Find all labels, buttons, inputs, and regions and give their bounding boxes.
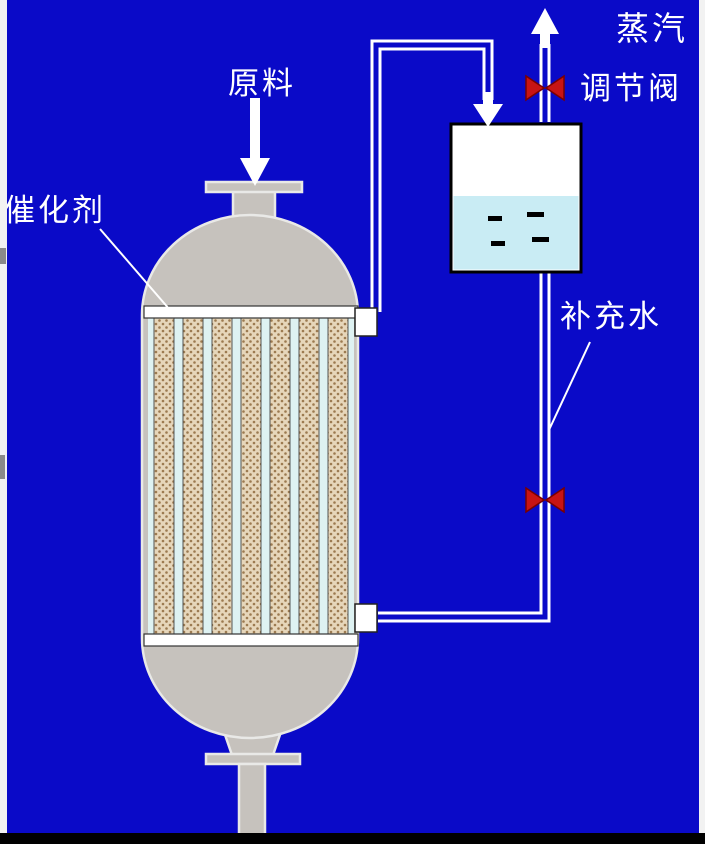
lower-side-port (354, 603, 378, 633)
steam-arrow-icon (531, 8, 559, 48)
catalyst-tube (298, 317, 320, 635)
riser-pipe-core (373, 42, 491, 312)
water-level-dash (491, 241, 505, 246)
drum-inlet-arrow-icon (473, 92, 503, 127)
water-level-dash (532, 237, 549, 242)
catalyst-tube (182, 317, 204, 635)
edge-artifact (0, 455, 5, 479)
catalyst-tube (153, 317, 175, 635)
control-valve-icon (525, 74, 546, 102)
water-level-dash (527, 212, 544, 217)
steam-drum (449, 122, 583, 274)
catalyst-tube (269, 317, 291, 635)
piping (370, 39, 551, 623)
catalyst-tube (211, 317, 233, 635)
makeup-water-label: 补充水 (560, 299, 662, 335)
left-edge-strip (0, 0, 7, 833)
bottom-outlet-pipe (237, 762, 267, 838)
catalyst-tube (327, 317, 349, 635)
labels: 原料 催化剂 蒸汽 调节阀 补充水 (4, 9, 688, 431)
control-valve-label: 调节阀 (580, 71, 682, 107)
bottom-nozzle-flange (204, 752, 302, 766)
lower-tubesheet (143, 633, 359, 647)
feed-arrow-icon (240, 98, 270, 186)
catalyst-label: 催化剂 (4, 193, 106, 229)
edge-artifact (0, 248, 6, 264)
makeup-water-valve-icon (525, 486, 546, 514)
bottom-bar (0, 833, 705, 844)
upper-tubesheet (143, 305, 359, 319)
control-valve-icon (544, 74, 565, 102)
valves (525, 74, 565, 514)
makeup-water-valve-icon (544, 486, 565, 514)
upper-side-port (354, 307, 378, 337)
catalyst-leader-line (99, 228, 171, 311)
water-level-dash (488, 216, 502, 221)
reactor-vessel (140, 180, 378, 838)
downcomer-pipe-core (378, 268, 548, 620)
steam-label: 蒸汽 (616, 9, 688, 48)
drum-water (453, 196, 579, 270)
flow-arrows (240, 8, 559, 186)
makeup-water-leader-line (548, 341, 591, 431)
feed-label: 原料 (228, 66, 296, 102)
right-edge-strip (699, 0, 705, 833)
catalyst-tube (240, 317, 262, 635)
